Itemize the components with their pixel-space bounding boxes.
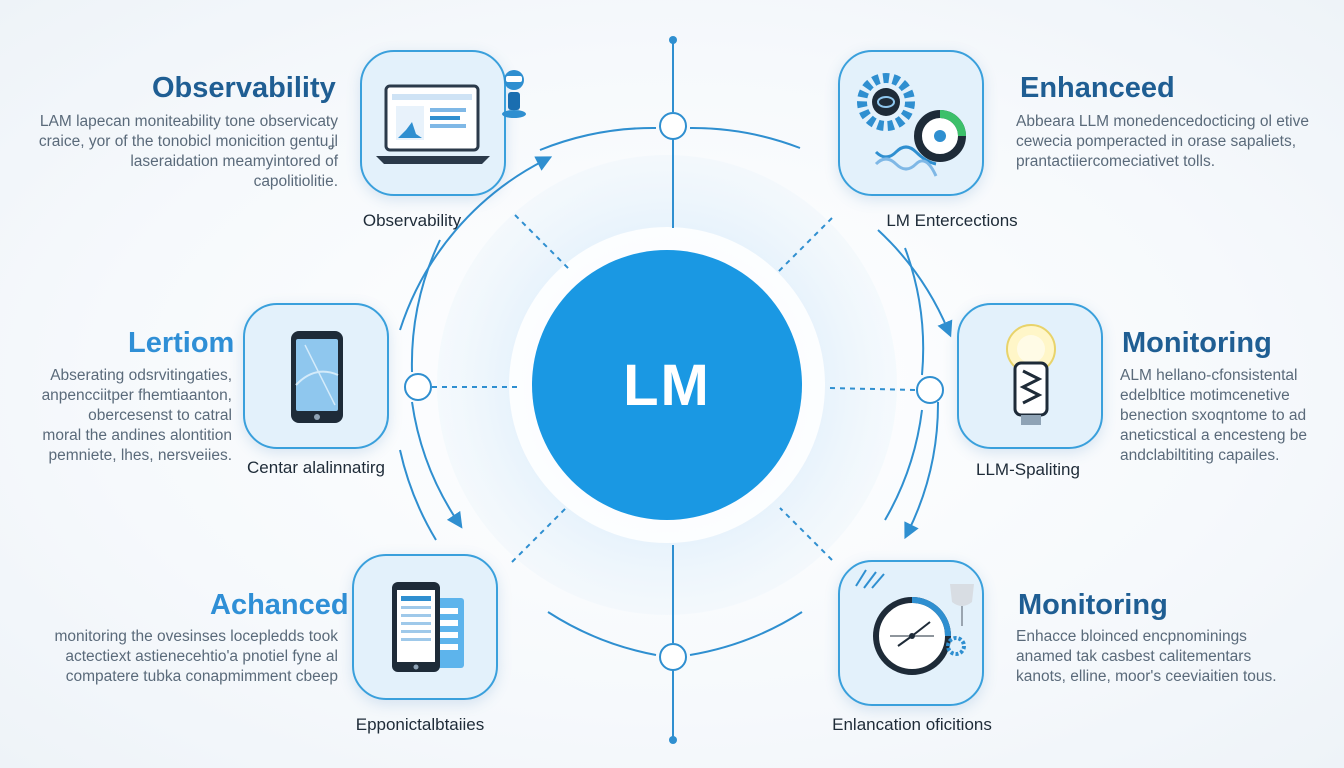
arc-top-left-inner bbox=[539, 126, 657, 151]
arc-top-right-2 bbox=[877, 229, 953, 338]
node-title-mid-right: Monitoring bbox=[1122, 327, 1272, 359]
lightbulb-icon bbox=[957, 303, 1103, 449]
pendant-lamp-icon bbox=[944, 580, 980, 630]
node-description-bottom-right: Enhacce bloinced encpnominings anamed ta… bbox=[1016, 628, 1277, 685]
node-description-top-left: LAM lapecan moniteability tone observica… bbox=[38, 113, 338, 190]
arc-right-upper bbox=[904, 247, 925, 376]
node-caption-top-right: LM Entercections bbox=[886, 211, 1018, 230]
arc-right-lower-2 bbox=[884, 409, 923, 521]
arc-right-lower bbox=[904, 401, 940, 540]
mobile-list-icon bbox=[352, 554, 498, 700]
center-label: LM bbox=[623, 352, 711, 418]
spoke-top-right bbox=[777, 217, 833, 273]
arc-bottom-right bbox=[689, 611, 803, 656]
sparkle-icon bbox=[850, 566, 886, 590]
node-title-mid-left: Lertiom bbox=[128, 327, 235, 359]
axis-top-node bbox=[659, 112, 687, 140]
gears-dna-icon bbox=[838, 50, 984, 196]
axis-top-dot bbox=[669, 36, 677, 44]
node-caption-top-left: Observability bbox=[362, 211, 462, 230]
spoke-right bbox=[829, 387, 917, 391]
arc-top-left bbox=[399, 156, 553, 331]
right-node bbox=[916, 376, 944, 404]
node-description-bottom-left: monitoring the ovesinses locepledds took… bbox=[54, 628, 338, 685]
node-title-bottom-left: Achanced bbox=[210, 589, 349, 621]
laptop-dashboard-icon bbox=[360, 50, 506, 196]
node-title-top-right: Enhanceed bbox=[1020, 72, 1175, 104]
node-caption-bottom-left: Epponictalbtaiies bbox=[355, 715, 485, 734]
node-title-bottom-right: Monitoring bbox=[1018, 589, 1168, 621]
node-caption-mid-left: Centar alalinnatirg bbox=[247, 458, 385, 477]
node-description-mid-left: Abserating odsrvitingaties, anpencciitpe… bbox=[41, 367, 232, 464]
axis-bottom-node bbox=[659, 643, 687, 671]
spoke-top-left bbox=[514, 214, 571, 271]
axis-bottom-dot bbox=[669, 736, 677, 744]
arc-left-lower-2 bbox=[399, 449, 437, 541]
node-caption-bottom-right: Enlancation oficitions bbox=[832, 715, 992, 734]
arc-top-right bbox=[689, 126, 801, 149]
spoke-bottom-left bbox=[511, 507, 567, 563]
robot-icon bbox=[494, 66, 534, 118]
node-title-top-left: Observability bbox=[152, 72, 336, 104]
node-description-top-right: Abbeara LLM monedencedocticing ol etive … bbox=[1016, 113, 1309, 170]
node-description-mid-right: ALM hellano-cfonsistental edelbltice mot… bbox=[1120, 367, 1307, 464]
arc-left-lower bbox=[411, 401, 463, 529]
arc-bottom-left bbox=[547, 611, 657, 656]
node-caption-mid-right: LLM-Spaliting bbox=[976, 460, 1080, 479]
tablet-icon bbox=[243, 303, 389, 449]
arc-left-upper bbox=[410, 239, 441, 373]
spoke-bottom-right bbox=[779, 507, 833, 561]
center-circle bbox=[532, 250, 802, 520]
left-node bbox=[404, 373, 432, 401]
